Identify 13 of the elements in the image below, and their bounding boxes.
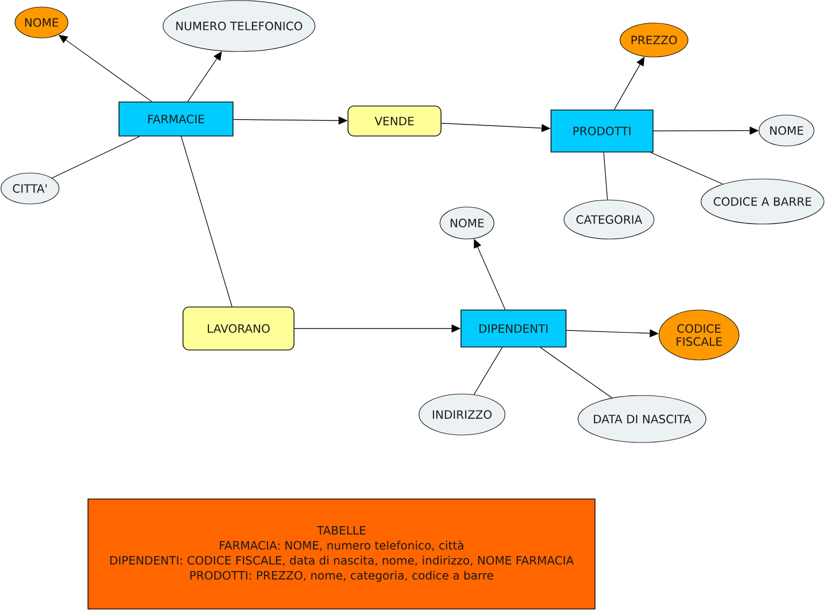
relationship-box: LAVORANO (182, 306, 294, 350)
arrow (58, 34, 152, 102)
connector-line (540, 347, 612, 398)
connector-line (52, 136, 140, 178)
table-list-box: TABELLE FARMACIA: NOME, numero telefonico, città DIPENDENTI: CODICE FISCALE, data di nascita, nome, indirizzo, NOME FARMACIA PRODOTTI: PREZZO, nome, categoria, codice a barre (88, 498, 596, 610)
relationship-box: VENDE (348, 106, 442, 136)
entity-box: FARMACIE (118, 102, 234, 136)
connector-line (650, 152, 724, 184)
entity-box: DIPENDENTI (460, 310, 566, 348)
connector-line (603, 152, 608, 200)
entity-box: PRODOTTI (550, 110, 654, 152)
connector-line (180, 136, 232, 307)
connector-line (474, 347, 503, 395)
